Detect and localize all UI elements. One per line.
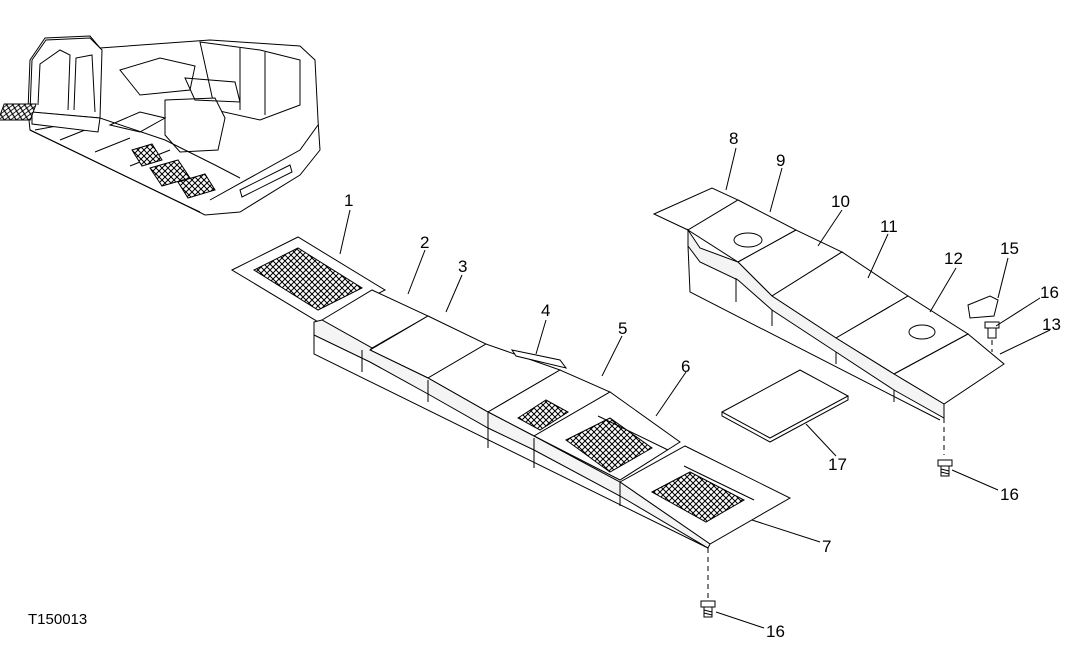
callout-4: 4	[541, 301, 550, 320]
callout-1: 1	[344, 191, 353, 210]
callout-7: 7	[822, 537, 831, 556]
callout-5: 5	[618, 319, 627, 338]
callout-6: 6	[681, 357, 690, 376]
callout-16-upper: 16	[1040, 283, 1059, 302]
callout-16-right: 16	[1000, 485, 1019, 504]
cover-plate-17	[720, 369, 850, 443]
callout-2: 2	[420, 233, 429, 252]
callout-labels: 1 2 3 4 5 6 7 8 9 10 11 12 13 15 16 16 1…	[28, 129, 1061, 641]
callout-11: 11	[880, 217, 898, 236]
callout-12: 12	[944, 249, 963, 268]
bolt-16-right-bottom	[937, 459, 953, 477]
machine-overview-illustration	[0, 35, 321, 216]
figure-code: T150013	[28, 611, 87, 628]
callout-15: 15	[1000, 239, 1019, 258]
callout-8: 8	[729, 129, 738, 148]
callout-13: 13	[1042, 315, 1061, 334]
callout-10: 10	[831, 192, 850, 211]
leader-lines	[339, 147, 1051, 629]
callout-17: 17	[828, 455, 847, 474]
right-walkway-assembly	[652, 187, 1005, 477]
callout-3: 3	[458, 257, 467, 276]
bolt-16-bottom	[700, 600, 716, 618]
callout-9: 9	[776, 151, 785, 170]
bolt-16-upper	[984, 321, 1000, 339]
callout-16-bottom: 16	[766, 622, 785, 641]
left-walkway-assembly	[230, 236, 792, 618]
